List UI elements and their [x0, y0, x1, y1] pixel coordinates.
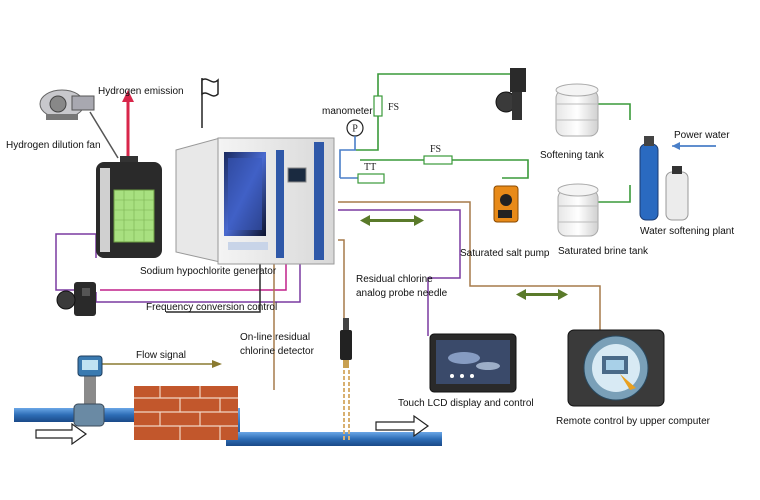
label-residual-chlorine-line2: analog probe needle: [356, 288, 448, 299]
label-online-detector-line1: On-line residual: [240, 332, 310, 343]
label-touch-lcd: Touch LCD display and control: [398, 398, 534, 409]
label-hydrogen-emission: Hydrogen emission: [98, 86, 184, 97]
water-softening-plant: [639, 136, 689, 221]
temperature-transmitter: [357, 173, 385, 184]
label-saturated-salt-pump: Saturated salt pump: [460, 248, 550, 259]
dosing-pump-top-right: [495, 68, 526, 120]
label-fs-mid: FS: [430, 144, 441, 155]
label-fs-top: FS: [388, 102, 399, 113]
label-residual-chlorine-line1: Residual chlorine: [356, 274, 433, 285]
label-water-softening-plant: Water softening plant: [640, 226, 734, 237]
label-saturated-brine-tank: Saturated brine tank: [558, 246, 649, 257]
label-sodium-hypochlorite-generator: Sodium hypochlorite generator: [140, 266, 277, 277]
label-online-detector-line2: chlorine detector: [240, 346, 315, 357]
saturated-salt-pump: [493, 185, 519, 223]
label-tt: TT: [364, 162, 376, 173]
manometer-symbol: P: [352, 124, 358, 135]
fan-duct: [89, 111, 119, 159]
label-softening-tank: Softening tank: [540, 150, 605, 161]
label-manometer: manometer: [322, 106, 373, 117]
pipe-inlet-arrow: [35, 422, 88, 446]
softening-tank: [555, 83, 599, 137]
label-frequency-conversion-control: Frequency conversion control: [146, 302, 277, 313]
bidirectional-arrow-lcd: [360, 215, 424, 226]
label-power-water: Power water: [674, 130, 730, 141]
hydrogen-dilution-fan: [39, 89, 95, 120]
flag-icon: [201, 78, 219, 128]
hydrogen-emission-arrow: [122, 90, 134, 158]
hypochlorite-generator-cabinet: [175, 137, 335, 265]
flow-signal-line: [100, 360, 222, 368]
bidirectional-arrow-remote: [516, 289, 568, 300]
remote-computer-panel: [567, 329, 665, 407]
flow-switch-mid: [423, 155, 453, 165]
brick-wall: [134, 386, 238, 440]
label-flow-signal: Flow signal: [136, 350, 186, 361]
label-hydrogen-dilution-fan: Hydrogen dilution fan: [6, 140, 101, 151]
pipe-outlet-arrow: [375, 414, 430, 438]
dosing-pump-left: [56, 282, 96, 316]
power-water-arrow: [672, 142, 716, 150]
flow-meter: [73, 355, 105, 427]
label-remote-control: Remote control by upper computer: [556, 416, 711, 427]
saturated-brine-tank: [557, 183, 599, 237]
manometer-gauge: [346, 119, 364, 150]
hydrogen-separator-tank: [96, 156, 162, 258]
flow-switch-top: [373, 95, 383, 117]
touch-lcd-panel: [429, 333, 517, 393]
residual-chlorine-probe: [340, 318, 352, 440]
